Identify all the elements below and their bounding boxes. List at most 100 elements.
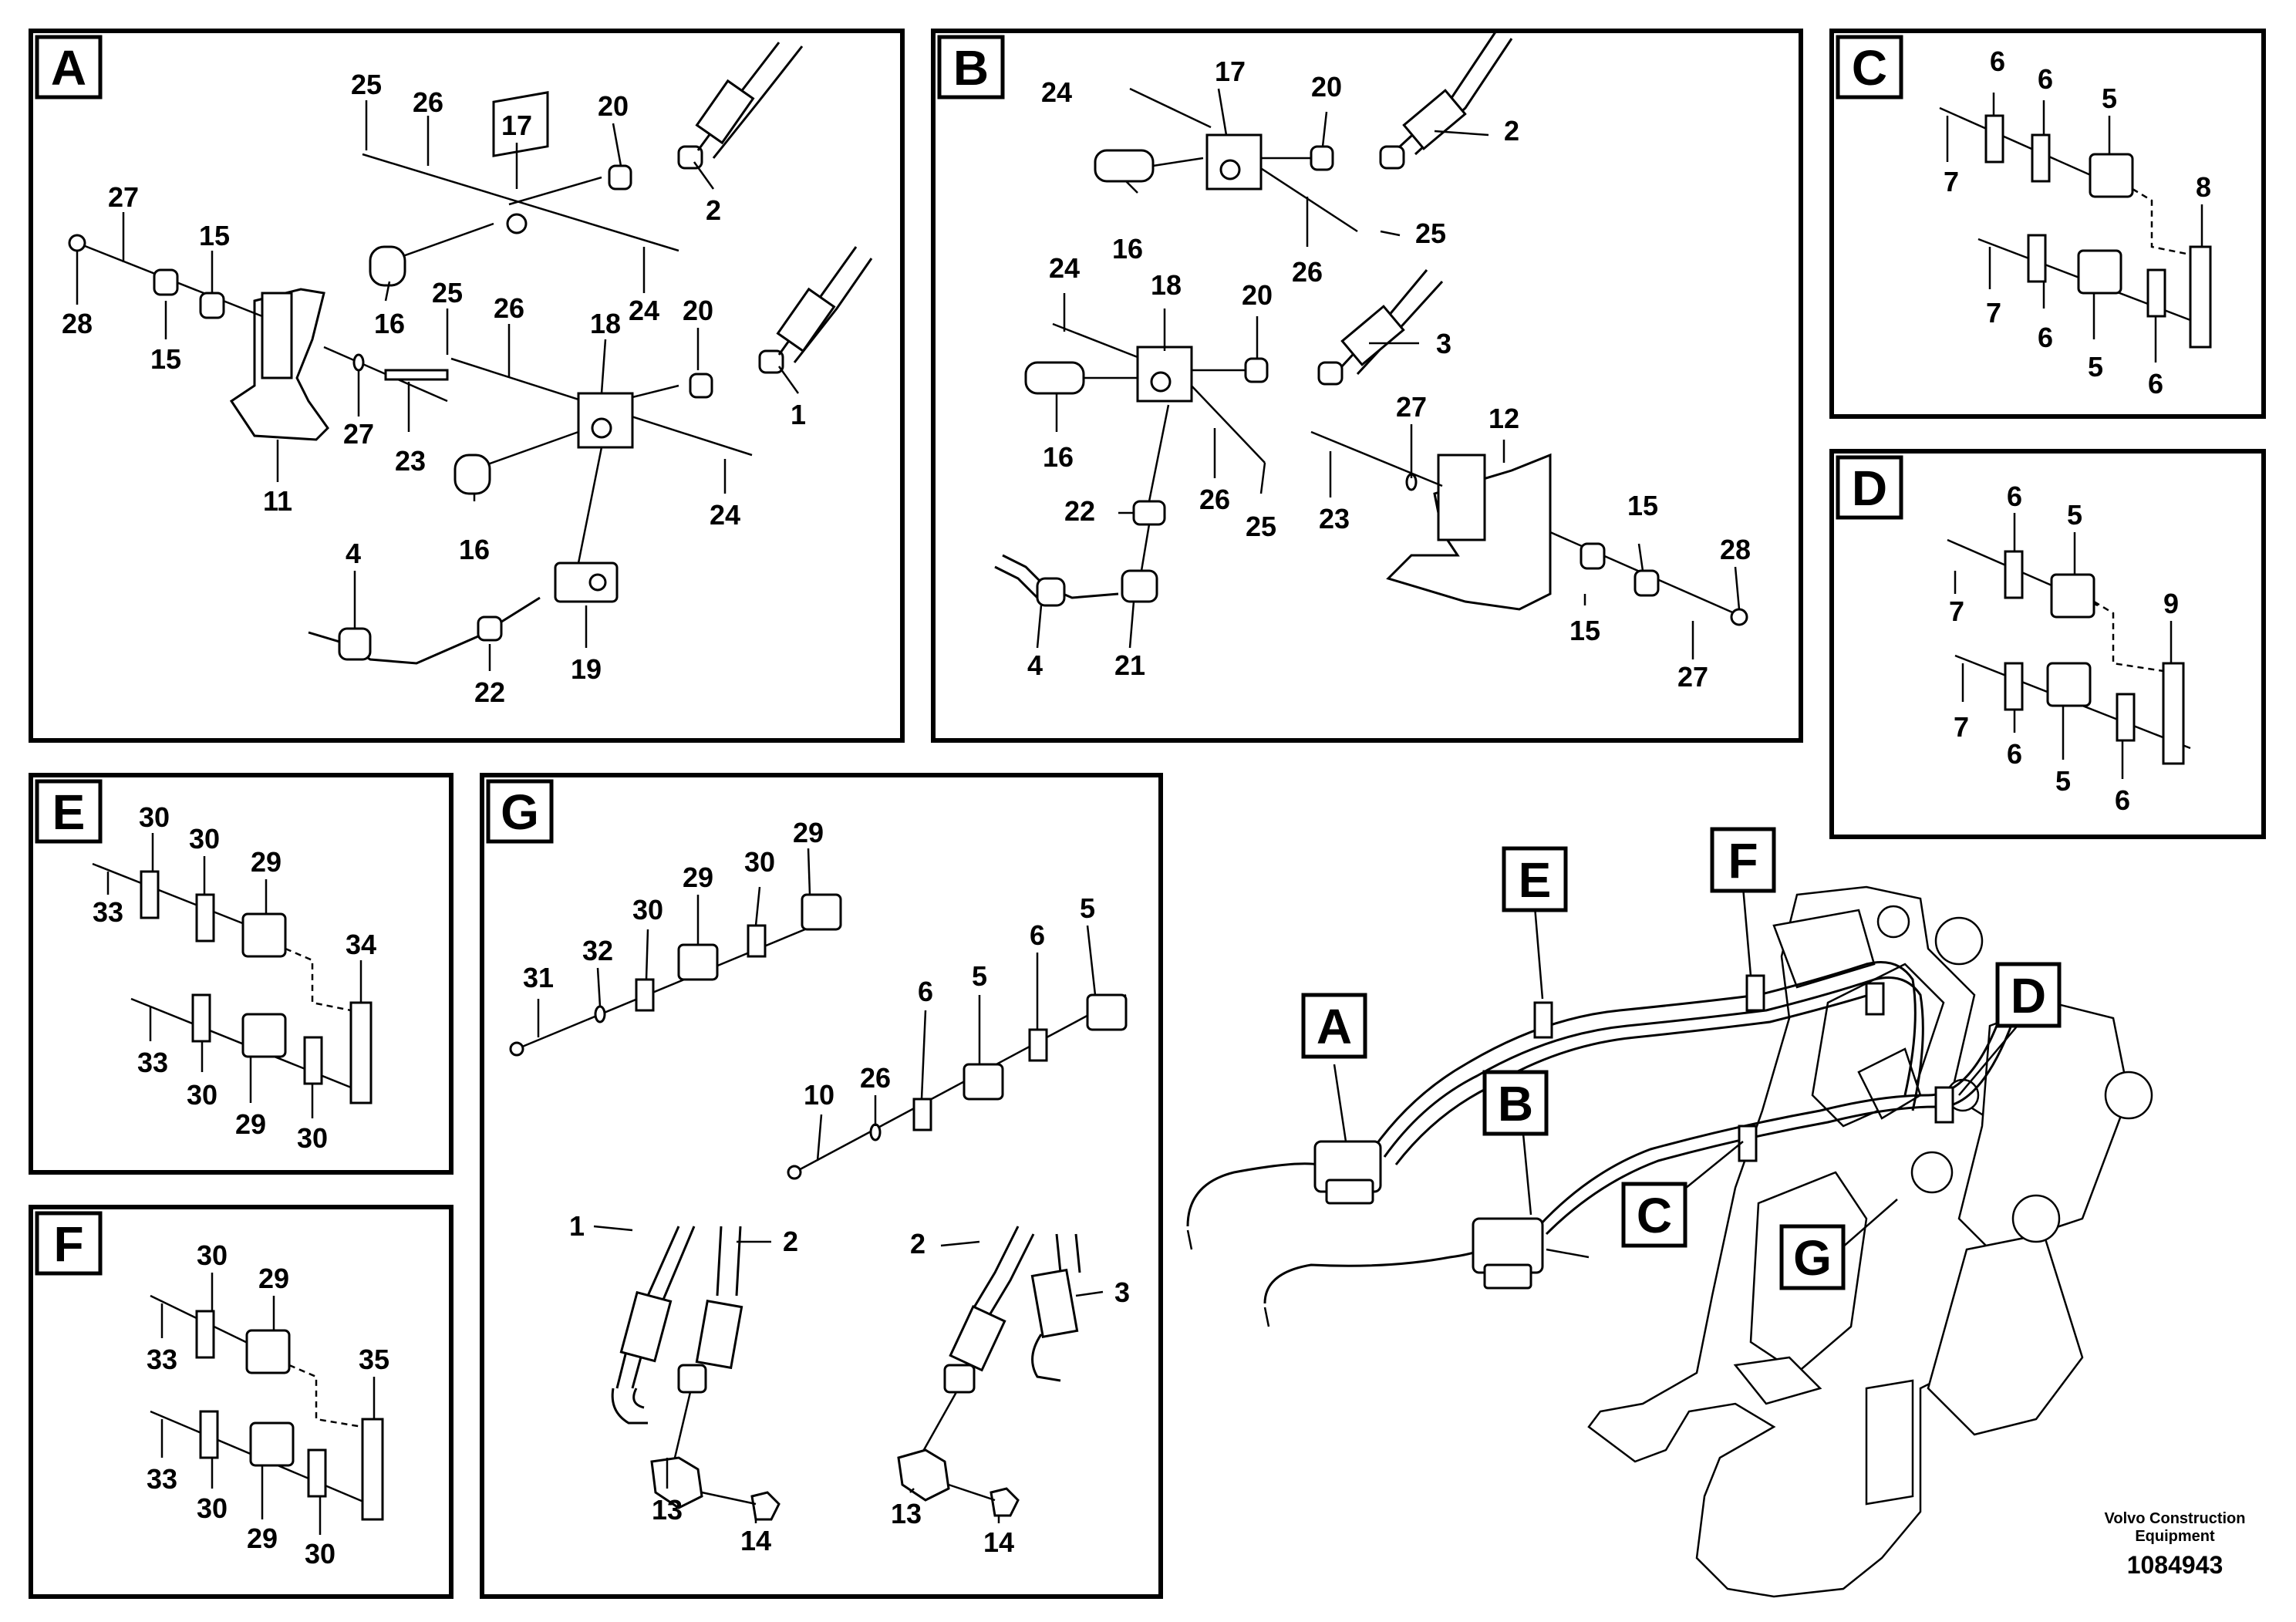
callout: 16: [459, 534, 490, 565]
callout: 27: [1677, 661, 1708, 693]
callout: 17: [1215, 56, 1246, 87]
callout: 29: [683, 862, 713, 893]
callout: 34: [346, 929, 376, 960]
panel-c-tag: C: [1852, 40, 1887, 96]
panel-a-tag-box: [35, 35, 103, 99]
callout: 22: [474, 676, 505, 708]
panel-g-tag: G: [501, 784, 539, 840]
callout: 13: [652, 1494, 683, 1526]
panel-c: C 6 6 5 7 8 7 6 5 6: [1829, 29, 2266, 419]
callout: 27: [108, 181, 139, 213]
callout: 26: [413, 86, 443, 118]
callout: 4: [1027, 649, 1043, 681]
callout: 20: [598, 90, 629, 122]
callout: 23: [1319, 503, 1350, 534]
callout: 33: [147, 1463, 177, 1495]
callout: 16: [374, 308, 405, 339]
overview-tag-f-box: [1710, 827, 1776, 893]
callout: 7: [1954, 711, 1969, 743]
callout: 6: [2038, 63, 2053, 95]
callout: 35: [359, 1344, 389, 1375]
callout: 33: [93, 896, 123, 928]
callout: 9: [2163, 588, 2179, 619]
callout: 26: [1292, 256, 1323, 288]
callout: 26: [494, 292, 524, 324]
callout: 6: [2007, 738, 2022, 770]
callout: 20: [1311, 71, 1342, 103]
callout: 4: [346, 538, 361, 569]
callout: 30: [197, 1492, 228, 1524]
callout: 1: [569, 1210, 585, 1242]
callout: 14: [983, 1526, 1014, 1558]
callout: 2: [1504, 115, 1519, 147]
callout: 5: [1080, 892, 1095, 924]
footer: Volvo Construction Equipment 1084943: [2105, 1510, 2246, 1579]
callout: 14: [740, 1525, 771, 1556]
callout: 25: [351, 69, 382, 100]
callout: 25: [1246, 511, 1276, 542]
panel-a-tag: A: [51, 40, 86, 96]
callout: 24: [710, 499, 740, 531]
callout: 6: [2038, 322, 2053, 353]
panel-g-tag-box: [486, 779, 554, 844]
callout: 20: [1242, 279, 1273, 311]
overview-tag-b: B: [1498, 1076, 1533, 1131]
panel-d-tag: D: [1852, 460, 1887, 516]
overview-tag-f: F: [1728, 833, 1758, 889]
company-name-line2: Equipment: [2135, 1528, 2215, 1545]
callout: 29: [235, 1108, 266, 1140]
callout: 13: [891, 1498, 922, 1529]
callout: 30: [297, 1122, 328, 1154]
callout: 28: [62, 308, 93, 339]
callout: 31: [523, 962, 554, 993]
panel-e-tag: E: [52, 784, 86, 840]
callout: 5: [972, 960, 987, 992]
panel-b-tag: B: [953, 40, 989, 96]
callout: 30: [139, 801, 170, 833]
document-number: 1084943: [2127, 1551, 2224, 1579]
callout: 6: [1030, 919, 1045, 951]
callout: 24: [1041, 76, 1072, 108]
callout: 1: [791, 399, 806, 430]
panel-f-tag: F: [53, 1216, 83, 1272]
callout: 33: [137, 1047, 168, 1078]
callout: 2: [706, 194, 721, 226]
callout: 25: [432, 277, 463, 309]
panel-f: F 30 29 33 35 33 30 29 30: [29, 1205, 453, 1599]
callout: 17: [501, 110, 532, 141]
panel-e-part-numbers: 30 30 29 33 34 33 30 29 30: [93, 801, 376, 1154]
callout: 27: [343, 418, 374, 450]
callout: 18: [590, 308, 621, 339]
callout: 32: [582, 935, 613, 966]
callout: 10: [804, 1079, 834, 1111]
callout: 6: [918, 976, 933, 1007]
callout: 7: [1944, 166, 1959, 197]
overview-tag-c-box: [1621, 1182, 1687, 1248]
panel-b-tag-box: [937, 35, 1005, 99]
overview-tag-e: E: [1519, 852, 1552, 908]
callout: 5: [2067, 499, 2082, 531]
callout: 26: [860, 1062, 891, 1094]
panel-g-part-numbers: 29 29 30 30 31 32 5 6 5 6 10 26 1 2 2 3 …: [523, 817, 1130, 1558]
panel-c-tag-box: [1836, 35, 1903, 99]
callout: 18: [1151, 269, 1182, 301]
panel-e-tag-box: [35, 779, 103, 844]
overview-tag-g-box: [1779, 1224, 1846, 1290]
callout: 25: [1415, 218, 1446, 249]
callout: 29: [247, 1523, 278, 1554]
overview-tag-a: A: [1317, 999, 1352, 1054]
callout: 33: [147, 1344, 177, 1375]
callout: 19: [571, 653, 602, 685]
callout: 27: [1396, 391, 1427, 423]
panel-b: B: [931, 29, 1803, 743]
callout: 5: [2055, 765, 2071, 797]
overview-tag-e-box: [1502, 846, 1568, 912]
callout: 23: [395, 445, 426, 477]
overview-tag-c: C: [1637, 1188, 1672, 1243]
panel-e: E 30 30 29 33 34 33 30 29 30: [29, 773, 453, 1175]
overview-tag-d: D: [2011, 968, 2046, 1023]
panel-f-part-numbers: 30 29 33 35 33 30 29 30: [147, 1239, 389, 1570]
callout: 2: [910, 1228, 925, 1259]
callout: 16: [1112, 233, 1143, 265]
